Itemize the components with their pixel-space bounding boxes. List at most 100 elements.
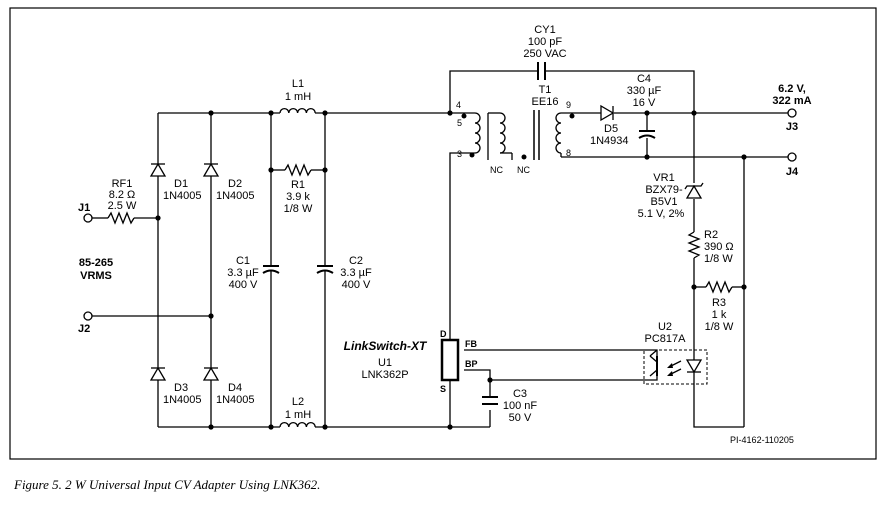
- l1-value: 1 mH: [285, 91, 311, 103]
- capacitor-c3: [482, 396, 498, 405]
- rf1-ref: RF1: [112, 178, 133, 190]
- c1-ref: C1: [236, 255, 250, 267]
- u1-pin-bp: BP: [465, 359, 478, 369]
- diode-d4: [202, 366, 220, 381]
- d5-part: 1N4934: [590, 135, 629, 147]
- t1-part: EE16: [532, 96, 559, 108]
- zener-vr1: [684, 182, 704, 199]
- output-current: 322 mA: [772, 95, 811, 107]
- c3-value: 100 nF: [503, 400, 538, 412]
- u2-part: PC817A: [645, 333, 687, 345]
- u1-pin-s: S: [440, 384, 446, 394]
- d3-ref: D3: [174, 382, 188, 394]
- d2-ref: D2: [228, 178, 242, 190]
- vr1-spec: 5.1 V, 2%: [638, 208, 685, 220]
- capacitor-c4: [638, 130, 656, 139]
- nc-label-2: NC: [517, 165, 530, 175]
- cy1-rating: 250 VAC: [523, 48, 566, 60]
- l1-ref: L1: [292, 78, 304, 90]
- u2-ref: U2: [658, 321, 672, 333]
- r1-ref: R1: [291, 179, 305, 191]
- r3-rating: 1/8 W: [705, 321, 734, 333]
- u1-part: LNK362P: [361, 369, 408, 381]
- c4-value: 330 µF: [627, 85, 662, 97]
- d2-part: 1N4005: [216, 190, 255, 202]
- r2-value: 390 Ω: [704, 241, 734, 253]
- t1-pin4: 4: [456, 100, 461, 110]
- c4-rating: 16 V: [633, 97, 656, 109]
- t1-pin8: 8: [566, 148, 571, 158]
- drawing-number: PI-4162-110205: [730, 435, 794, 445]
- capacitor-cy1: [537, 62, 546, 80]
- r3-ref: R3: [712, 297, 726, 309]
- c1-value: 3.3 µF: [227, 267, 259, 279]
- resistor-r1: [284, 163, 312, 177]
- diode-d1: [149, 162, 167, 177]
- cy1-ref: CY1: [534, 24, 555, 36]
- diode-d2: [202, 162, 220, 177]
- c1-rating: 400 V: [229, 279, 258, 291]
- c2-rating: 400 V: [342, 279, 371, 291]
- u1-pin-d: D: [440, 329, 447, 339]
- c3-rating: 50 V: [509, 412, 532, 424]
- c2-ref: C2: [349, 255, 363, 267]
- output-voltage: 6.2 V,: [778, 83, 806, 95]
- u1-ref: U1: [378, 357, 392, 369]
- wiring: [92, 70, 788, 428]
- vr1-part-line2: B5V1: [651, 196, 678, 208]
- junction-dots: [155, 110, 747, 430]
- nc-label-1: NC: [490, 165, 503, 175]
- figure-frame: [9, 7, 877, 460]
- d4-part: 1N4005: [216, 394, 255, 406]
- d4-ref: D4: [228, 382, 242, 394]
- j2-label: J2: [78, 323, 90, 335]
- resistor-r2: [687, 231, 701, 259]
- input-unit: VRMS: [80, 270, 112, 282]
- u1-family: LinkSwitch-XT: [344, 339, 428, 353]
- terminal-j3: [787, 108, 797, 118]
- t1-pin9: 9: [566, 100, 571, 110]
- optocoupler-u2: [643, 349, 708, 385]
- r2-rating: 1/8 W: [704, 253, 733, 265]
- l2-value: 1 mH: [285, 409, 311, 421]
- j1-label: J1: [78, 202, 90, 214]
- figure-caption: Figure 5. 2 W Universal Input CV Adapter…: [13, 477, 320, 492]
- inductor-l1: [279, 107, 316, 114]
- j3-label: J3: [786, 121, 798, 133]
- rf1-rating: 2.5 W: [108, 200, 137, 212]
- r2-ref: R2: [704, 229, 718, 241]
- r3-value: 1 k: [712, 309, 727, 321]
- transformer-t1: [461, 110, 575, 160]
- terminal-j2: [83, 311, 93, 321]
- rf1-value: 8.2 Ω: [109, 189, 136, 201]
- vr1-part-line1: BZX79-: [645, 184, 683, 196]
- capacitor-c2: [316, 265, 334, 274]
- input-range: 85-265: [79, 257, 113, 269]
- c3-ref: C3: [513, 388, 527, 400]
- terminal-j4: [787, 152, 797, 162]
- j4-label: J4: [786, 166, 799, 178]
- t1-pin5: 5: [457, 118, 462, 128]
- resistor-r3: [705, 280, 733, 294]
- diode-d5: [600, 104, 615, 122]
- t1-ref: T1: [539, 84, 552, 96]
- vr1-ref: VR1: [653, 172, 674, 184]
- l2-ref: L2: [292, 396, 304, 408]
- r1-rating: 1/8 W: [284, 203, 313, 215]
- cy1-value: 100 pF: [528, 36, 563, 48]
- ic-u1: [440, 338, 460, 382]
- inductor-l2: [279, 421, 316, 428]
- terminal-j1: [83, 213, 93, 223]
- d1-part: 1N4005: [163, 190, 202, 202]
- d3-part: 1N4005: [163, 394, 202, 406]
- c4-ref: C4: [637, 73, 651, 85]
- c2-value: 3.3 µF: [340, 267, 372, 279]
- u1-pin-fb: FB: [465, 339, 477, 349]
- resistor-rf1: [107, 211, 135, 225]
- diode-d3: [149, 366, 167, 381]
- capacitor-c1: [262, 265, 280, 274]
- d1-ref: D1: [174, 178, 188, 190]
- t1-pin3: 3: [457, 149, 462, 159]
